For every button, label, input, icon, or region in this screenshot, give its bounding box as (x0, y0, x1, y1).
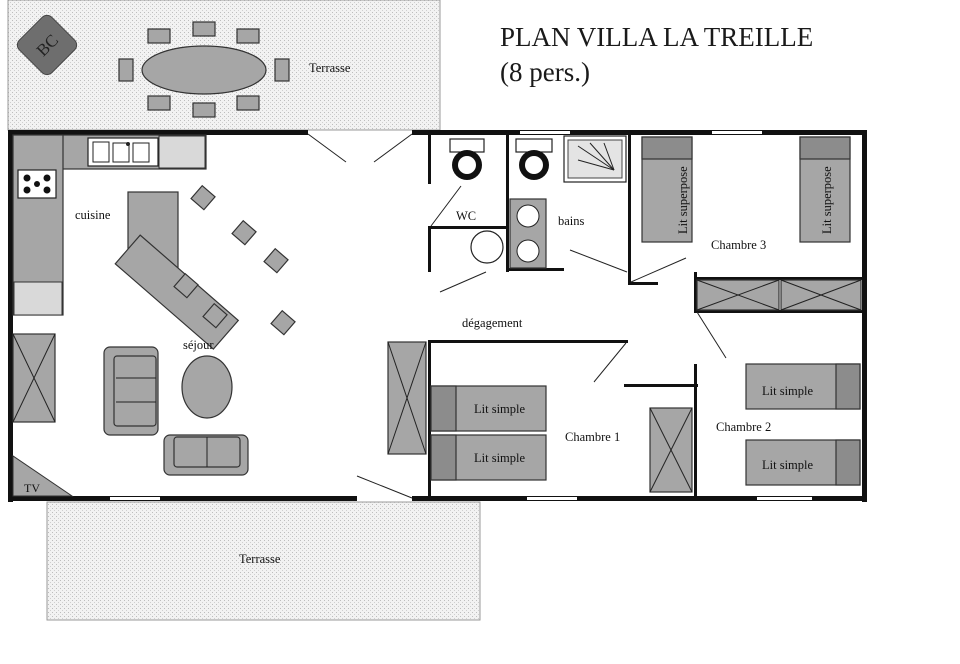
chambre3-label: Chambre 3 (711, 238, 766, 252)
bed-chambre1-b: Lit simple (430, 434, 547, 481)
toilet-wc (449, 138, 485, 180)
toilet-bains (515, 138, 553, 180)
wardrobe-hall (387, 341, 427, 455)
kitchen-counter (12, 134, 207, 316)
outdoor-dining-set (118, 21, 290, 118)
lit-simple-label: Lit simple (762, 384, 813, 398)
wc-label: WC (456, 209, 476, 223)
wc-basin (470, 230, 504, 264)
lit-superpose-label: Lit superpose (676, 166, 690, 234)
wardrobe-chambre3 (696, 279, 862, 311)
plan-title: PLAN VILLA LA TREILLE (8 pers.) (500, 20, 813, 90)
wardrobe-chambre1 (649, 407, 693, 493)
bunk-bed-2: Lit superpose (799, 136, 851, 243)
lit-simple-label: Lit simple (474, 451, 525, 465)
armchair (103, 346, 159, 436)
degagement-label: dégagement (462, 316, 523, 330)
kitchen-sink (87, 137, 159, 167)
lit-superpose-label: Lit superpose (820, 166, 834, 234)
sejour-label: séjour (183, 338, 214, 352)
sofa (163, 434, 249, 476)
door-swings (307, 133, 727, 499)
lit-simple-label: Lit simple (762, 458, 813, 472)
shower (563, 135, 627, 183)
bunk-bed-1: Lit superpose (641, 136, 693, 243)
tv-label: TV (24, 481, 40, 495)
bc-badge: BC (16, 14, 78, 76)
terrace-bottom-label: Terrasse (239, 552, 281, 566)
bed-chambre1-a: Lit simple (430, 385, 547, 432)
bar-stools (173, 184, 296, 336)
bed-chambre2-a: Lit simple (745, 363, 861, 410)
chambre1-label: Chambre 1 (565, 430, 620, 444)
title-line-1: PLAN VILLA LA TREILLE (500, 22, 814, 52)
exterior-walls (8, 130, 867, 502)
terrace-top-label: Terrasse (309, 61, 351, 75)
bed-chambre2-b: Lit simple (745, 439, 861, 486)
chambre2-label: Chambre 2 (716, 420, 771, 434)
title-line-2: (8 pers.) (500, 57, 590, 87)
stove (17, 169, 57, 199)
coffee-table (181, 355, 233, 419)
double-sink (509, 198, 547, 269)
bains-label: bains (558, 214, 585, 228)
terrace-bottom (46, 501, 481, 621)
tv-corner (12, 455, 74, 497)
lit-simple-label: Lit simple (474, 402, 525, 416)
wardrobe-living (12, 333, 56, 423)
cuisine-label: cuisine (75, 208, 111, 222)
interior-walls (428, 134, 864, 498)
